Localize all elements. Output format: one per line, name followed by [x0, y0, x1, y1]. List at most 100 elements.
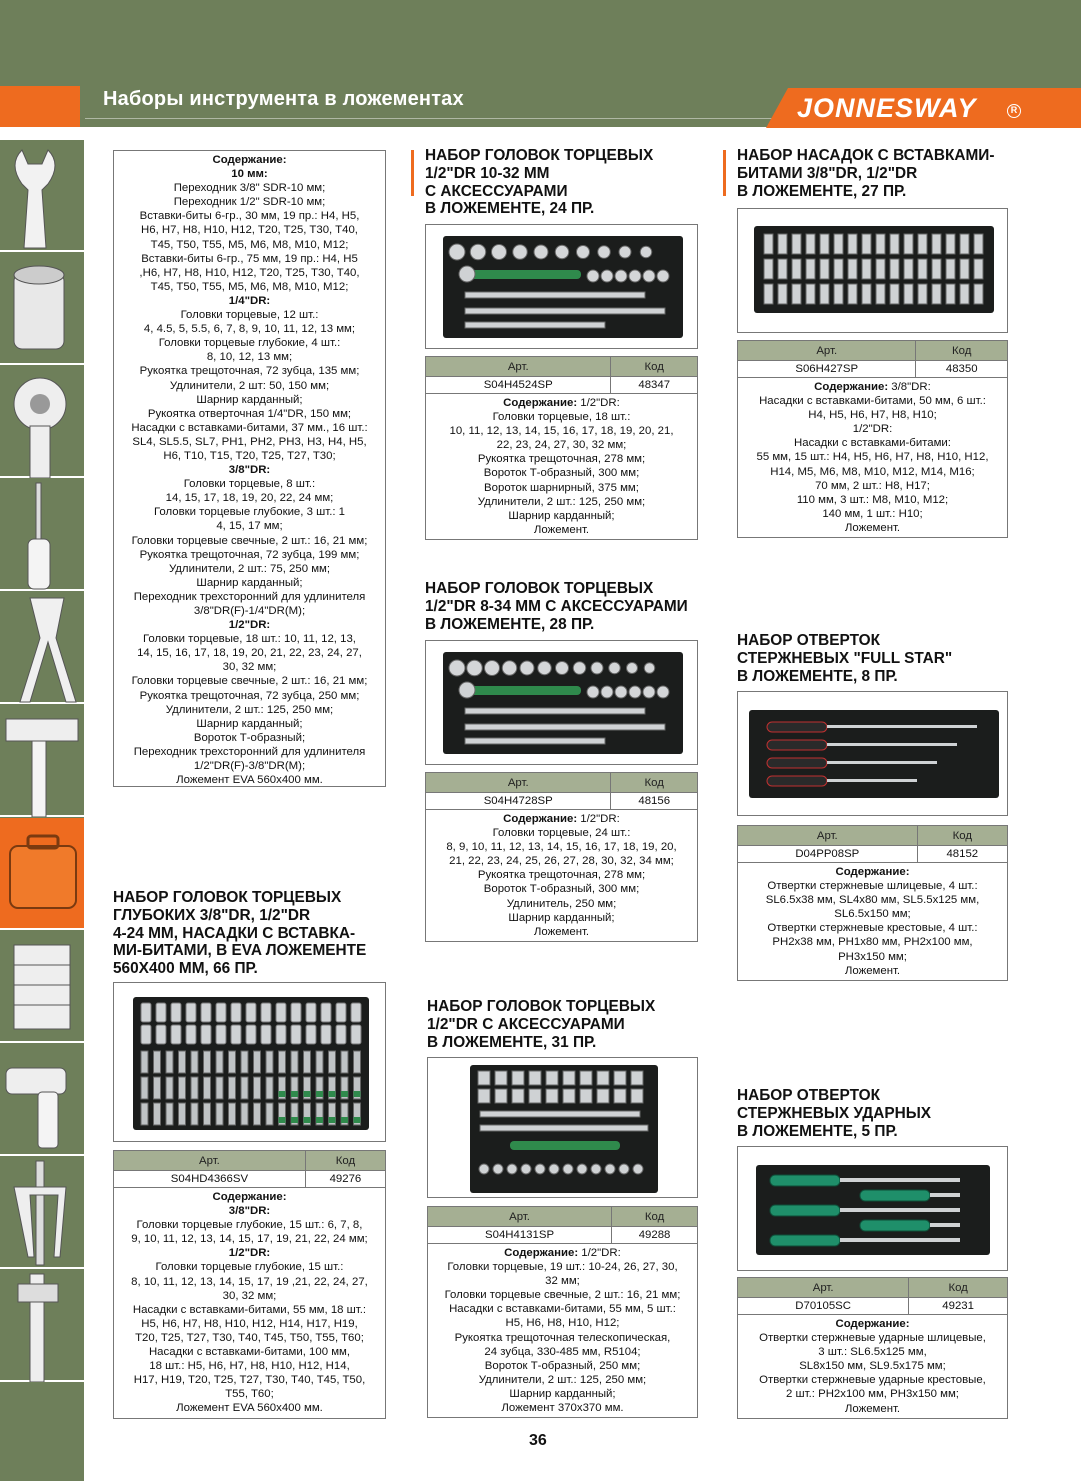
- content-line: Вороток Т-образный, 250 мм;: [484, 1359, 641, 1372]
- code-value: 48347: [610, 376, 698, 394]
- content-line: H4, H5, H6, H7, H8, H10;: [808, 409, 937, 422]
- product-contents: Содержание: 1/2"DR:Головки торцевые, 19 …: [427, 1244, 698, 1419]
- content-line: Удлинители, 2 шт.: 125, 250 мм;: [477, 495, 646, 508]
- code-value: 48156: [610, 792, 698, 810]
- tool-cabinet-icon[interactable]: [0, 931, 84, 1043]
- code-value: 48350: [915, 360, 1008, 378]
- art-header: Арт.: [424, 772, 612, 793]
- content-line: 4, 15, 17 мм;: [216, 520, 283, 533]
- content-line: PH3x150 мм;: [838, 950, 907, 963]
- content-line: Переходник 3/8" SDR-10 мм;: [173, 182, 326, 195]
- content-heading-tail: 1/2"DR:: [578, 1247, 621, 1259]
- content-line: H6, T10, T15, T20, T25, T27, T30;: [163, 449, 336, 462]
- code-header: Код: [610, 772, 698, 793]
- content-line: Головки торцевые, 18 шт.:: [492, 411, 631, 424]
- content-line: 1/2"DR(F)-3/8"DR(M);: [193, 760, 306, 773]
- content-line: Шарнир карданный;: [196, 393, 303, 406]
- art-value: D04PP08SP: [737, 845, 918, 863]
- code-value: 49276: [304, 1170, 387, 1188]
- code-value: 49231: [908, 1297, 1008, 1315]
- content-line: Шарнир карданный;: [508, 509, 615, 522]
- art-header: Арт.: [737, 825, 918, 846]
- content-line: Переходник трехсторонний для удлинителя: [133, 590, 366, 603]
- product-title-line: В ЛОЖЕМЕНТЕ, 27 ПР.: [737, 182, 907, 200]
- bit-sockets-image: [763, 233, 984, 305]
- content-line: Содержание: 1/2"DR:: [428, 396, 695, 410]
- content-line: Переходник 1/2" SDR-10 мм;: [173, 196, 326, 209]
- content-line: 4, 4.5, 5, 5.5, 6, 7, 8, 9, 10, 11, 12, …: [143, 323, 356, 336]
- content-line: 3/8"DR(F)-1/4"DR(M);: [193, 605, 306, 617]
- content-line: 110 мм, 3 шт.: M8, M10, M12;: [796, 493, 949, 506]
- art-value: S04H4728SP: [424, 792, 612, 810]
- product-photo: [737, 1146, 1008, 1271]
- content-line: Удлинители, 2 шт.: 125, 250 мм;: [165, 703, 334, 716]
- screwdriver-icon[interactable]: [0, 479, 84, 591]
- content-line: 8, 10, 12, 13 мм;: [206, 351, 293, 364]
- content-heading: Содержание:: [814, 381, 889, 393]
- tool-case-icon[interactable]: [0, 818, 84, 930]
- art-header: Арт.: [424, 356, 612, 377]
- product-contents: Содержание:Отвертки стержневые шлицевые,…: [737, 863, 1008, 981]
- product-photo: [737, 208, 1008, 333]
- sockets-accessories-image: [448, 659, 670, 745]
- code-header: Код: [611, 1206, 698, 1227]
- content-line: Удлинители, 2 шт.: 125, 250 мм;: [478, 1373, 647, 1386]
- content-line: Рукоятка трещоточная, 72 зубца, 250 мм;: [139, 689, 360, 702]
- code-header: Код: [916, 825, 1009, 846]
- content-line: 21, 22, 23, 24, 25, 26, 27, 28, 30, 32, …: [449, 855, 674, 868]
- content-line: Вставки-биты 6-гр., 30 мм, 19 пр.: H4, H…: [139, 210, 360, 223]
- pliers-icon[interactable]: [0, 592, 84, 704]
- art-value: S04H4524SP: [424, 376, 612, 394]
- content-line: 22, 23, 24, 27, 30, 32 мм;: [496, 439, 627, 452]
- content-heading: 1/2"DR:: [228, 1247, 271, 1260]
- content-line: Вороток Т-образный, 300 мм;: [483, 467, 640, 480]
- content-line: 1/2"DR:: [116, 1246, 383, 1260]
- tool-tray-image: [749, 710, 999, 798]
- content-line: H17, H19, T20, T25, T27, T30, T40, T45, …: [133, 1374, 366, 1387]
- content-line: Шарнир карданный;: [196, 576, 303, 589]
- product-title-line: СТЕРЖНЕВЫХ УДАРНЫХ: [737, 1104, 932, 1122]
- product-title-line: НАБОР ГОЛОВОК ТОРЦЕВЫХ: [427, 998, 656, 1015]
- hammer-icon[interactable]: [0, 705, 84, 817]
- content-line: Рукоятка трещоточная, 72 зубца, 135 мм;: [139, 365, 360, 378]
- content-line: Содержание: 1/2"DR:: [428, 812, 695, 826]
- product-title: НАБОР НАСАДОК С ВСТАВКАМИ-БИТАМИ 3/8"DR,…: [737, 147, 995, 200]
- content-line: Содержание:: [740, 1317, 1005, 1331]
- code-header: Код: [915, 340, 1008, 361]
- product-contents: Содержание: 1/2"DR:Головки торцевые, 24 …: [425, 810, 698, 942]
- socket-icon[interactable]: [0, 253, 84, 365]
- art-header: Арт.: [113, 1150, 306, 1171]
- content-line: Содержание:: [116, 1190, 383, 1204]
- brand-logo: JONNESWAY: [797, 93, 977, 123]
- content-line: 14, 15, 16, 17, 18, 19, 20, 21, 22, 23, …: [137, 647, 362, 660]
- impact-gun-icon[interactable]: [0, 1044, 84, 1156]
- content-heading: Содержание:: [503, 397, 578, 409]
- registered-mark: R: [1007, 104, 1021, 118]
- content-line: Ложемент EVA 560x400 мм.: [176, 1402, 323, 1415]
- content-heading: Содержание:: [212, 154, 287, 166]
- product-title-line: В ЛОЖЕМЕНТЕ, 24 ПР.: [425, 200, 595, 218]
- puller-icon[interactable]: [0, 1157, 84, 1269]
- art-header: Арт.: [736, 340, 917, 361]
- title-accent: [723, 150, 726, 196]
- sockets-accessories-image: [477, 1070, 649, 1175]
- content-line: Головки торцевые свечные, 2 шт.: 16, 21 …: [131, 534, 368, 547]
- ratchet-icon[interactable]: [0, 366, 84, 478]
- product-title-line: НАБОР НАСАДОК С ВСТАВКАМИ-: [737, 147, 995, 164]
- content-line: Шарнир карданный;: [509, 1387, 616, 1400]
- tool-tray-image: [754, 226, 994, 313]
- caliper-icon[interactable]: [0, 1270, 84, 1382]
- wrench-icon[interactable]: [0, 140, 84, 252]
- content-line: Шарнир карданный;: [196, 717, 303, 730]
- content-line: Головки торцевые, 24 шт.:: [492, 827, 631, 840]
- content-line: Содержание: 1/2"DR:: [430, 1246, 695, 1260]
- category-sidebar: [0, 140, 84, 1481]
- tool-tray-image: [443, 652, 683, 754]
